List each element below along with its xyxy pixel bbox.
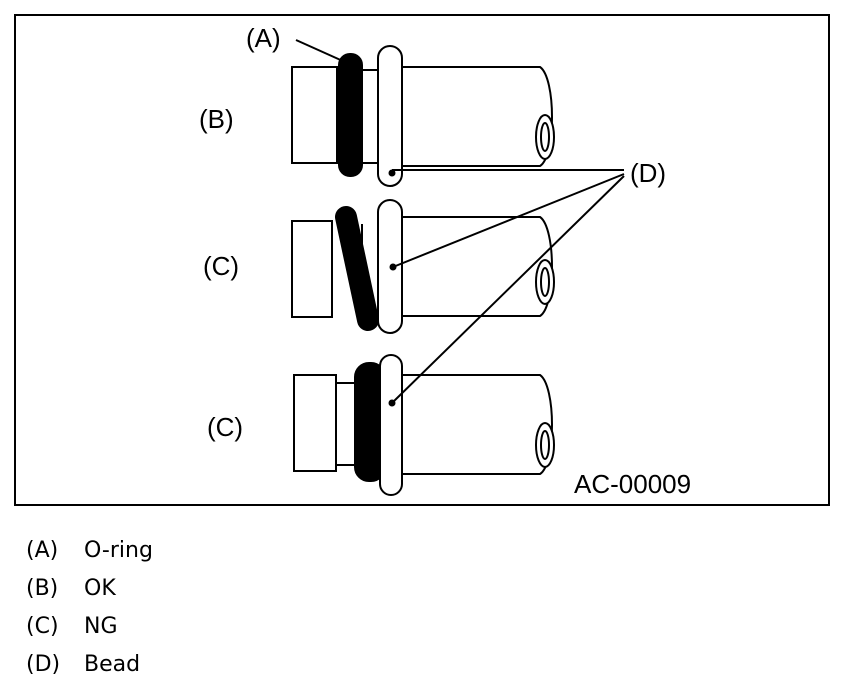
legend-text: O-ring (84, 538, 153, 563)
callout-b: (B) (199, 104, 234, 134)
pipe-opening-inner (540, 267, 550, 297)
pipe-ng-overlap (293, 354, 555, 496)
legend-text: NG (84, 614, 118, 639)
fitting-block (291, 66, 338, 164)
o-ring-seated (338, 53, 363, 177)
bead (377, 45, 403, 187)
leader-d-2 (392, 173, 625, 268)
leader-lines (295, 39, 625, 404)
legend-key: (B) (26, 576, 59, 601)
leader-a (295, 39, 346, 63)
bead (379, 354, 403, 496)
legend-text: Bead (84, 652, 141, 677)
pipe-opening-inner (540, 122, 550, 152)
leader-d-3 (391, 175, 625, 404)
pipe-opening-inner (540, 430, 550, 460)
legend-key: (C) (26, 614, 59, 639)
legend-key: (A) (26, 538, 59, 563)
o-ring-diagram: (A) (B) (C) (C) (D) AC-00009 (14, 14, 830, 506)
callout-d: (D) (630, 158, 666, 188)
fitting-block (293, 374, 337, 472)
legend-item-c: (C) NG (26, 614, 153, 652)
figure-code: AC-00009 (574, 469, 691, 499)
bead-point (388, 169, 396, 177)
o-ring-tilted (335, 206, 379, 331)
pipe-ok (291, 45, 555, 187)
pipe-tube (400, 374, 553, 475)
callout-c-overlap: (C) (207, 412, 243, 442)
legend-text: OK (84, 576, 116, 601)
pipe-tube (395, 66, 553, 167)
pipe-tube (400, 216, 553, 317)
legend-item-b: (B) OK (26, 576, 153, 614)
callout-a: (A) (246, 23, 281, 53)
fitting-block (291, 220, 333, 318)
pipe-ng-tilted (291, 199, 555, 334)
legend: (A) O-ring (B) OK (C) NG (D) Bead (26, 538, 153, 690)
callout-c-tilted: (C) (203, 251, 239, 281)
legend-item-d: (D) Bead (26, 652, 153, 690)
legend-key: (D) (26, 652, 61, 677)
legend-item-a: (A) O-ring (26, 538, 153, 576)
